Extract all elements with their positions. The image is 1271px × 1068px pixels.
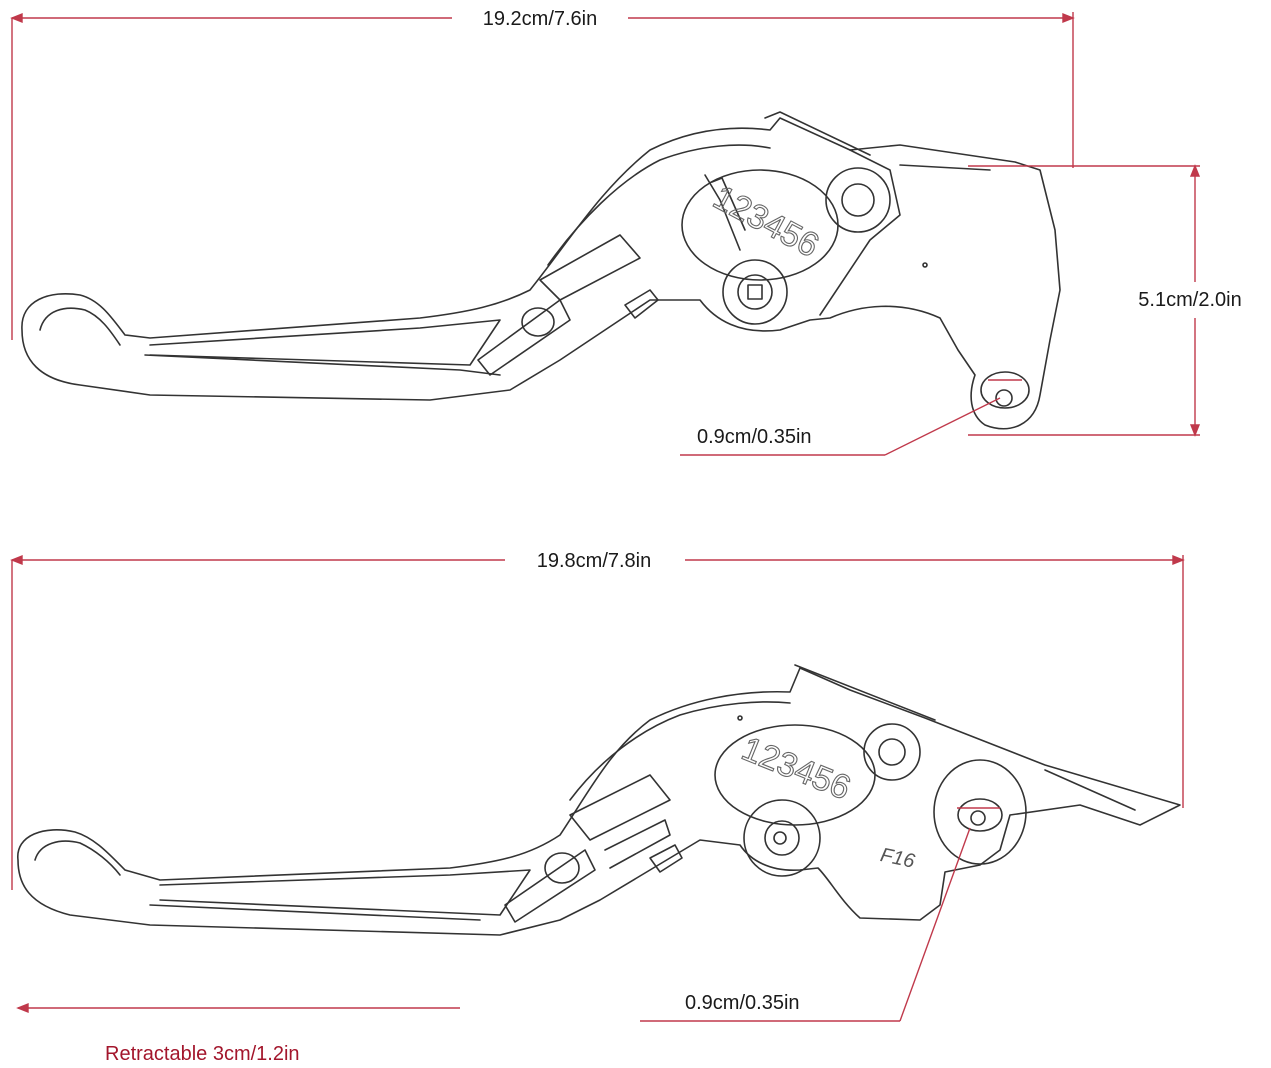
retract-label: Retractable 3cm/1.2in <box>105 1043 300 1065</box>
bottom-length-dimension <box>10 554 1185 890</box>
top-height-label: 5.1cm/2.0in <box>1138 289 1241 311</box>
top-lever-drawing <box>21 111 1061 430</box>
bottom-model-mark: F16 <box>878 844 917 873</box>
bottom-length-label: 19.8cm/7.8in <box>537 550 652 572</box>
bottom-hole-label: 0.9cm/0.35in <box>685 992 800 1014</box>
top-hole-label: 0.9cm/0.35in <box>697 426 812 448</box>
top-length-dimension <box>10 12 1075 340</box>
top-dial-numbers: 123456 <box>707 178 825 265</box>
top-height-dimension <box>968 164 1201 437</box>
top-length-label: 19.2cm/7.6in <box>483 8 598 30</box>
bottom-hole-callout <box>640 807 1000 1022</box>
bottom-dial-numbers: 123456 <box>736 730 855 808</box>
retract-dimension <box>16 1002 460 1014</box>
top-hole-callout <box>680 379 1022 456</box>
bottom-lever-drawing <box>17 664 1181 936</box>
